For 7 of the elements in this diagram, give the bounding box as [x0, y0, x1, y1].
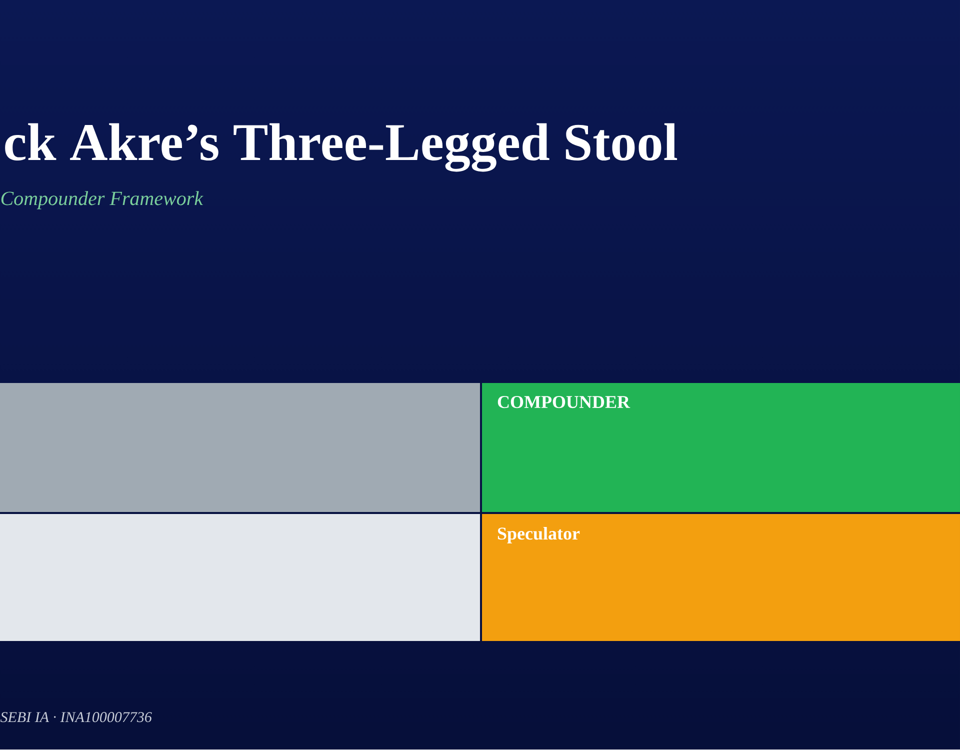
- quadrant-box: Speculator: [482, 514, 960, 641]
- footer-note: SEBI IA · INA100007736: [0, 712, 152, 722]
- subtitle: Compounder Framework: [1, 191, 204, 210]
- title: ck Akre’s Three-Legged Stool: [5, 123, 678, 172]
- quadrant-box: [0, 514, 480, 641]
- quadrant-box: [0, 383, 480, 512]
- quadrant-box: COMPOUNDER: [482, 383, 960, 512]
